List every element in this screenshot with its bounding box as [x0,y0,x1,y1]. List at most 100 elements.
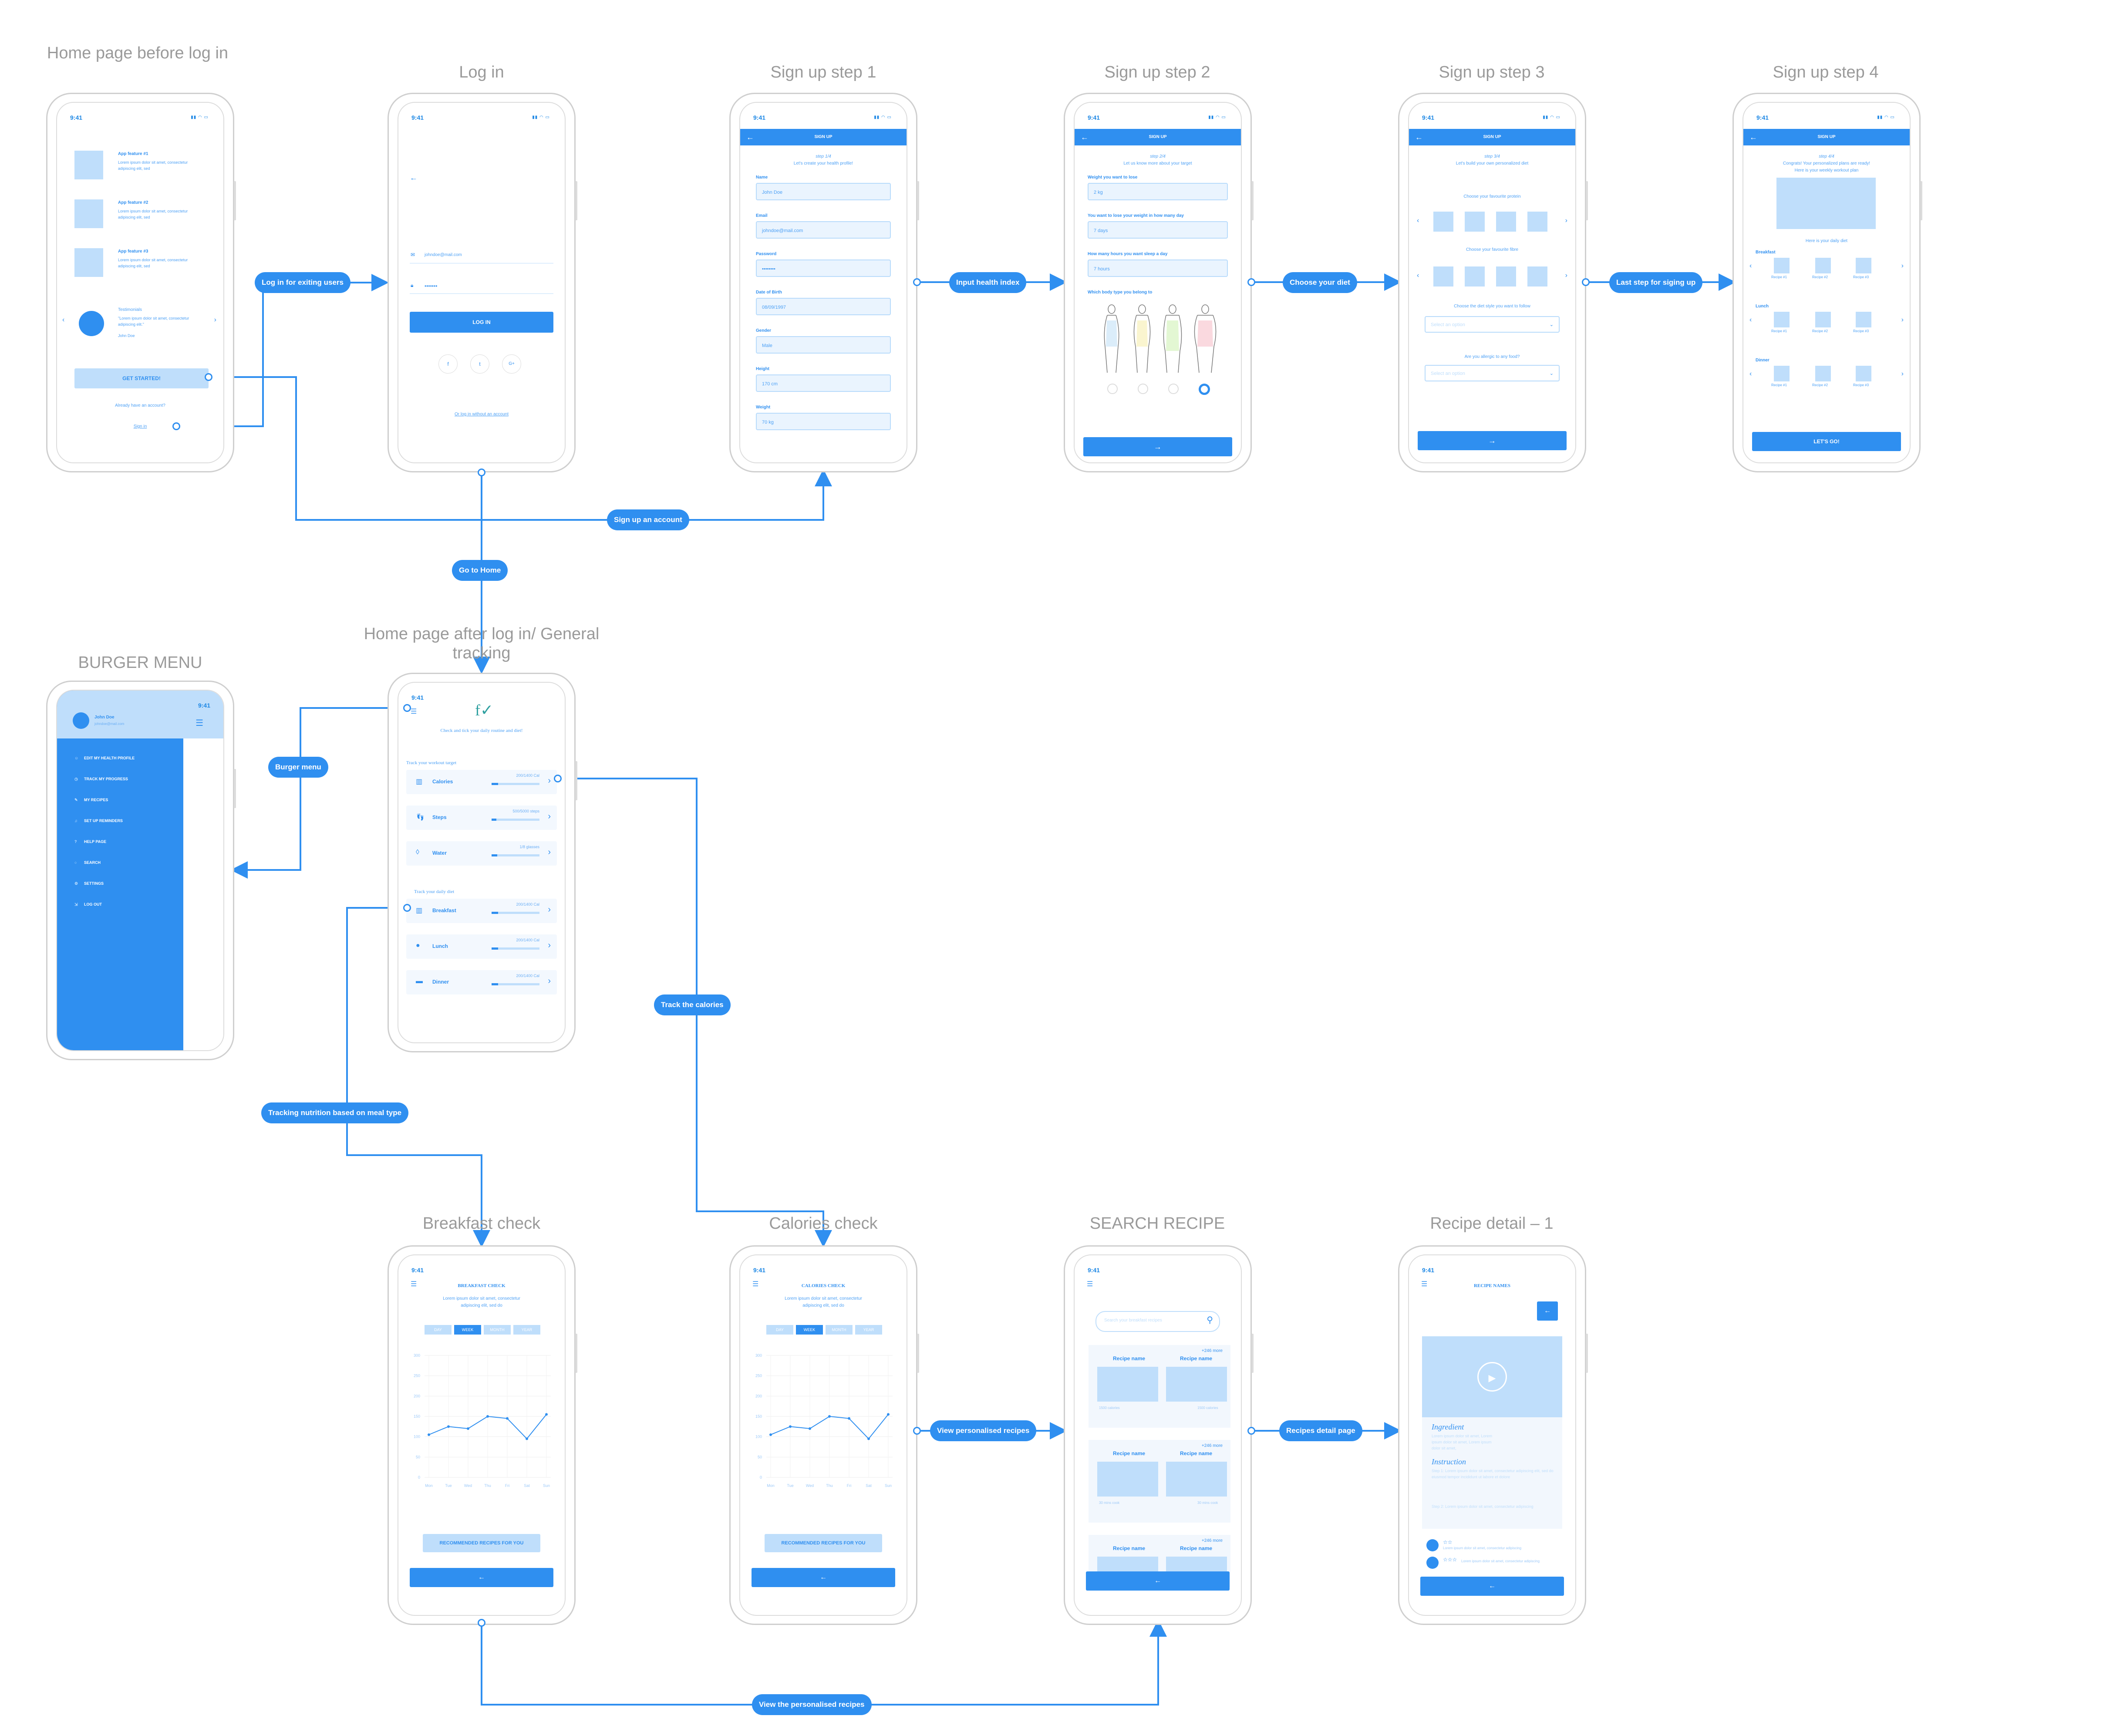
password-field[interactable]: ••••••• [425,283,438,289]
tab-day[interactable]: DAY [425,1325,452,1335]
chevron-left-icon[interactable]: ‹ [1749,370,1752,378]
back-button[interactable]: ← [1420,1577,1564,1596]
body-type-figures[interactable] [1092,303,1227,377]
sleep-input[interactable]: 7 hours [1088,260,1228,277]
protein-option-3[interactable] [1496,212,1516,232]
recommended-recipes-button[interactable]: RECOMMENDED RECIPES FOR YOU [765,1534,882,1552]
fibre-option-2[interactable] [1465,266,1485,287]
fibre-option-4[interactable] [1527,266,1547,287]
chevron-right-icon[interactable]: › [1901,316,1904,324]
menu-item-progress[interactable]: ◷TRACK MY PROGRESS [74,777,128,781]
chevron-left-icon[interactable]: ‹ [62,316,65,324]
chevron-left-icon[interactable]: ‹ [1749,262,1752,270]
lunch-recipe-1[interactable] [1774,312,1790,327]
get-started-button[interactable]: GET STARTED! [74,368,209,388]
recipe-image[interactable] [1097,1367,1158,1402]
back-button[interactable]: ← [410,1568,553,1587]
dinner-recipe-1[interactable] [1774,366,1790,381]
fibre-option-3[interactable] [1496,266,1516,287]
menu-icon[interactable]: ☰ [752,1281,759,1288]
lets-go-button[interactable]: LET'S GO! [1752,432,1901,451]
lunch-recipe-3[interactable] [1856,312,1871,327]
chevron-right-icon[interactable]: › [1565,272,1567,279]
chevron-right-icon[interactable]: › [1901,370,1904,378]
tab-month[interactable]: MONTH [484,1325,511,1335]
back-arrow-icon[interactable]: ← [1749,133,1757,142]
menu-icon[interactable]: ☰ [1087,1281,1093,1288]
track-row-water[interactable]: ◊ Water 1/8 glasses › [406,841,557,866]
login-without-account-link[interactable]: Or log in without an account [455,412,509,417]
menu-item-reminders[interactable]: ♫SET UP REMINDERS [74,819,123,823]
lose-weight-input[interactable]: 2 kg [1088,183,1228,200]
recipe-video[interactable]: ▶ [1422,1336,1562,1417]
name-input[interactable]: John Doe [756,183,891,200]
next-button[interactable]: → [1418,431,1567,450]
login-button[interactable]: LOG IN [410,312,553,333]
menu-item-recipes[interactable]: ✎MY RECIPES [74,798,108,802]
tab-week[interactable]: WEEK [796,1325,823,1335]
menu-item-help[interactable]: ?HELP PAGE [74,839,107,844]
recipe-image[interactable] [1097,1557,1158,1574]
protein-option-2[interactable] [1465,212,1485,232]
recipe-image[interactable] [1166,1367,1227,1402]
protein-option-4[interactable] [1527,212,1547,232]
more-count[interactable]: +246 more [1201,1443,1223,1448]
back-arrow-button[interactable]: ← [1537,1301,1558,1321]
tab-year[interactable]: YEAR [855,1325,882,1335]
protein-option-1[interactable] [1433,212,1453,232]
gender-input[interactable]: Male [756,336,891,354]
play-icon[interactable]: ▶ [1477,1362,1507,1392]
recipe-image[interactable] [1097,1462,1158,1497]
more-count[interactable]: +246 more [1201,1538,1223,1543]
recipe-image[interactable] [1166,1462,1227,1497]
breakfast-recipe-2[interactable] [1815,258,1831,273]
next-button[interactable]: → [1083,437,1232,456]
body-type-radio-3[interactable] [1168,384,1179,394]
search-input[interactable]: Search your breakfast recipes ⚲ [1095,1311,1220,1332]
days-input[interactable]: 7 days [1088,221,1228,239]
dinner-recipe-2[interactable] [1815,366,1831,381]
password-input[interactable]: •••••••• [756,260,891,277]
recipe-card[interactable]: +246 more Recipe name Recipe name 1500 c… [1089,1345,1230,1428]
dob-input[interactable]: 08/09/1997 [756,298,891,315]
tab-year[interactable]: YEAR [513,1325,540,1335]
lunch-recipe-2[interactable] [1815,312,1831,327]
menu-item-search[interactable]: ○SEARCH [74,860,101,865]
email-input[interactable]: johndoe@mail.com [756,221,891,239]
sign-in-link[interactable]: Sign in [133,424,147,429]
recipe-image[interactable] [1166,1557,1227,1574]
recipe-card[interactable]: +246 more Recipe name Recipe name 30 min… [1089,1440,1230,1523]
email-field[interactable]: johndoe@mail.com [425,253,462,257]
track-row-lunch[interactable]: ● Lunch 200/1400 Cal › [406,934,557,959]
back-arrow-icon[interactable]: ← [410,173,418,182]
chevron-left-icon[interactable]: ‹ [1417,272,1419,279]
google-icon[interactable]: G+ [502,354,521,374]
chevron-left-icon[interactable]: ‹ [1417,217,1419,224]
twitter-icon[interactable]: t [470,354,489,374]
menu-icon[interactable]: ☰ [1421,1281,1428,1288]
diet-style-select[interactable]: Select an option⌄ [1425,316,1560,333]
breakfast-recipe-1[interactable] [1774,258,1790,273]
facebook-icon[interactable]: f [438,354,458,374]
recommended-recipes-button[interactable]: RECOMMENDED RECIPES FOR YOU [423,1534,540,1552]
weight-input[interactable]: 70 kg [756,413,891,430]
chevron-left-icon[interactable]: ‹ [1749,316,1752,324]
menu-icon[interactable]: ☰ [411,708,417,715]
more-count[interactable]: +246 more [1201,1348,1223,1353]
dinner-recipe-3[interactable] [1856,366,1871,381]
tab-week[interactable]: WEEK [454,1325,481,1335]
chevron-right-icon[interactable]: › [1565,217,1567,224]
back-arrow-icon[interactable]: ← [1415,133,1423,142]
back-arrow-icon[interactable]: ← [1081,133,1089,142]
fibre-option-1[interactable] [1433,266,1453,287]
allergy-select[interactable]: Select an option⌄ [1425,365,1560,381]
menu-item-settings[interactable]: ⚙SETTINGS [74,881,104,886]
track-row-breakfast[interactable]: ▥ Breakfast 200/1400 Cal › [406,899,557,923]
back-arrow-icon[interactable]: ← [746,133,754,142]
body-type-radio-2[interactable] [1138,384,1148,394]
back-button[interactable]: ← [752,1568,895,1587]
body-type-radio-1[interactable] [1107,384,1118,394]
track-row-calories[interactable]: ▥ Calories 200/1400 Cal › [406,770,557,794]
breakfast-recipe-3[interactable] [1856,258,1871,273]
height-input[interactable]: 170 cm [756,374,891,392]
